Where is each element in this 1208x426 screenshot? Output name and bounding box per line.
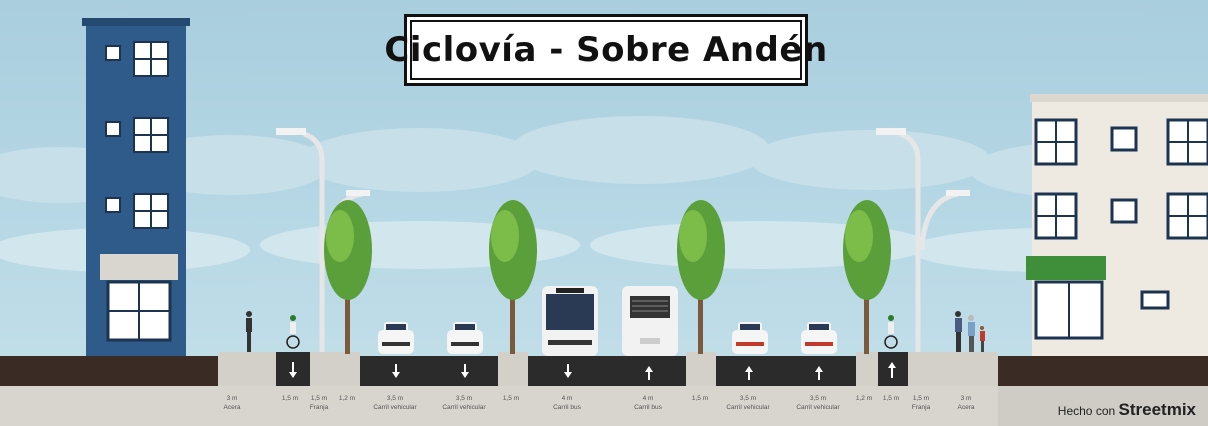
segment-label: 1,5 m Franja xyxy=(881,394,961,412)
arrow-up-icon xyxy=(645,366,653,380)
median-right xyxy=(686,352,716,386)
arrow-down-icon xyxy=(392,364,400,378)
lane-strip xyxy=(360,356,856,386)
arrow-up-icon xyxy=(888,362,896,378)
credit: Hecho con Streetmix xyxy=(1058,400,1196,420)
pedestrians-right xyxy=(955,311,985,352)
segment-width: 1,5 m xyxy=(281,395,299,402)
tree-2 xyxy=(489,200,537,354)
credit-prefix: Hecho con xyxy=(1057,404,1116,418)
cyclist-left xyxy=(286,315,300,349)
segment-label: 1,2 m xyxy=(824,394,904,403)
segment-label: 1,5 m xyxy=(851,394,931,403)
segment-label: 3,5 m Carril vehicular xyxy=(424,394,504,412)
median-left xyxy=(498,352,528,386)
car-2 xyxy=(447,322,483,354)
segment-width: 1,5 m xyxy=(502,395,520,402)
title-sign: Ciclovía - Sobre Andén xyxy=(384,14,827,86)
segment-name: Carril bus xyxy=(634,404,662,411)
segment-label: 1,5 m xyxy=(471,394,551,403)
segment-label: 1,2 m xyxy=(307,394,387,403)
segment-label: 1,5 m xyxy=(660,394,740,403)
lane-arrows xyxy=(289,362,896,380)
arrow-down-icon xyxy=(289,362,297,378)
segment-label: 4 m Carril bus xyxy=(527,394,607,412)
segment-name: Carril vehicular xyxy=(373,404,417,411)
ground-left xyxy=(0,356,218,386)
bus-front xyxy=(542,286,598,356)
tree-4 xyxy=(843,200,891,354)
pedestrian-left xyxy=(246,311,252,352)
segment-width: 1,2 m xyxy=(855,395,873,402)
car-4 xyxy=(801,322,837,354)
segment-width: 3,5 m xyxy=(809,395,827,402)
arrow-up-icon xyxy=(815,366,823,380)
page-title: Ciclovía - Sobre Andén xyxy=(384,20,827,80)
segment-name: Franja xyxy=(309,404,329,411)
credit-brand: Streetmix xyxy=(1118,400,1196,419)
bus-rear xyxy=(622,286,678,356)
segment-label: 3,5 m Carril vehicular xyxy=(778,394,858,412)
tree-1 xyxy=(324,200,372,354)
segment-width: 1,5 m xyxy=(882,395,900,402)
segment-width: 4 m xyxy=(642,395,654,402)
segment-width: 1,2 m xyxy=(338,395,356,402)
segment-width: 1,5 m xyxy=(691,395,709,402)
segment-width: 1,5 m xyxy=(912,395,930,402)
segment-name: Franja xyxy=(911,404,931,411)
tree-3 xyxy=(677,200,725,354)
car-3 xyxy=(732,322,768,354)
building-right xyxy=(1026,94,1208,356)
segment-width: 1,5 m xyxy=(310,395,328,402)
car-1 xyxy=(378,322,414,354)
segment-label: 3 m Acera xyxy=(926,394,1006,412)
segment-name: Carril vehicular xyxy=(796,404,840,411)
segment-name: Acera xyxy=(957,404,975,411)
segment-label: 3 m Acera xyxy=(192,394,272,412)
segment-width: 4 m xyxy=(561,395,573,402)
ground-right xyxy=(998,356,1208,386)
segment-width: 3,5 m xyxy=(455,395,473,402)
arrow-up-icon xyxy=(745,366,753,380)
cyclist-right xyxy=(884,315,898,349)
segment-label: 4 m Carril bus xyxy=(608,394,688,412)
arrow-down-icon xyxy=(461,364,469,378)
segment-name: Carril vehicular xyxy=(726,404,770,411)
segment-label: 3,5 m Carril vehicular xyxy=(708,394,788,412)
segment-width: 3 m xyxy=(226,395,238,402)
segment-name: Acera xyxy=(223,404,241,411)
arrow-down-icon xyxy=(564,364,572,378)
building-left xyxy=(82,18,190,356)
sidewalk-right xyxy=(856,352,998,386)
segment-label: 1,5 m xyxy=(250,394,330,403)
segment-width: 3,5 m xyxy=(739,395,757,402)
segment-width: 3 m xyxy=(960,395,972,402)
segment-label: 1,5 m Franja xyxy=(279,394,359,412)
segment-name: Carril bus xyxy=(553,404,581,411)
segment-label: 3,5 m Carril vehicular xyxy=(355,394,435,412)
segment-name: Carril vehicular xyxy=(442,404,486,411)
segment-width: 3,5 m xyxy=(386,395,404,402)
